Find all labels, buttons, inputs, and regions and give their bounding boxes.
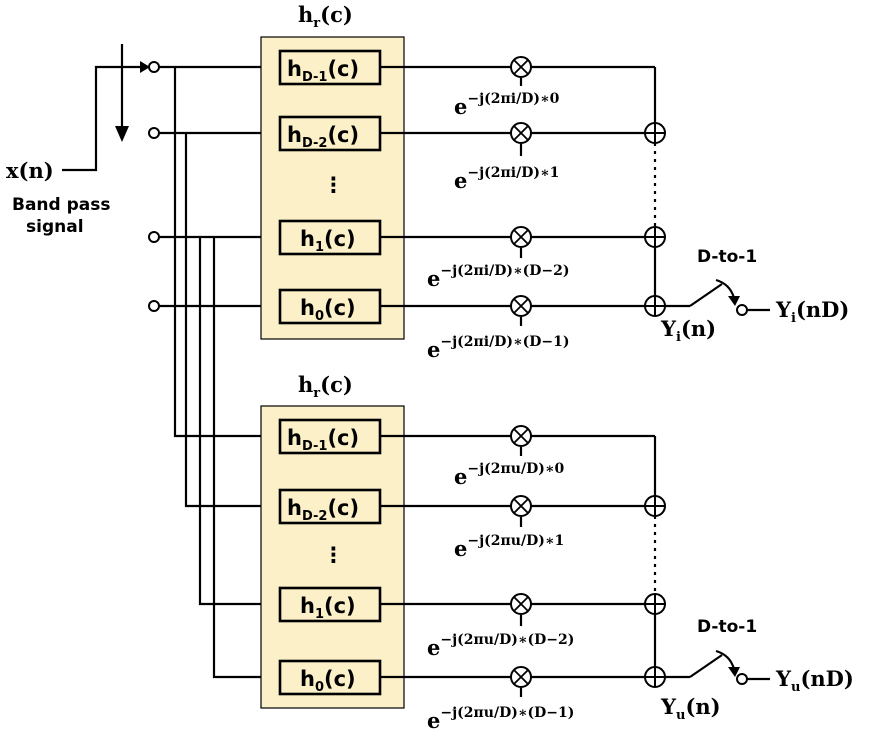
- input-arrowhead: [140, 61, 150, 73]
- commutator-node-3: [148, 300, 160, 312]
- lower-multiplier-0: [510, 425, 532, 447]
- upper-sum-label: Yi(n): [660, 316, 716, 345]
- lower-output-node: [736, 673, 748, 685]
- lower-filter-1: h1(c): [278, 586, 382, 623]
- lower-exponent-1: e−j(2πu/D)∗1: [454, 533, 564, 561]
- lower-exponent-2: e−j(2πu/D)∗(D−2): [427, 632, 574, 660]
- svg-text:h1(c): h1(c): [300, 594, 356, 622]
- lower-filter-d-2: hD-2(c): [278, 488, 382, 525]
- upper-filter-d-2: hD-2(c): [278, 115, 382, 152]
- upper-summer-1: [644, 122, 666, 144]
- lower-filter-0: h0(c): [278, 659, 382, 696]
- lower-summer-2: [644, 593, 666, 615]
- upper-output-label: Yi(nD): [775, 297, 849, 326]
- svg-text:h0(c): h0(c): [300, 667, 356, 695]
- upper-filter-d-1: hD-1(c): [278, 49, 382, 86]
- lower-multiplier-3: [510, 666, 532, 688]
- filter-bank-upper: [260, 36, 405, 340]
- lower-output-label: Yu(nD): [775, 666, 854, 695]
- upper-filter-1: h1(c): [278, 219, 382, 256]
- svg-text:hD-2(c): hD-2(c): [287, 123, 359, 151]
- lower-filter-d-1: hD-1(c): [278, 418, 382, 455]
- upper-exponent-1: e−j(2πi/D)∗1: [454, 165, 559, 193]
- upper-multiplier-2: [510, 226, 532, 248]
- lower-summer-1: [644, 495, 666, 517]
- upper-multiplier-3: [510, 295, 532, 317]
- bank-title-lower: hr(c): [298, 372, 353, 401]
- commutator-node-1: [148, 127, 160, 139]
- upper-summer-2: [644, 226, 666, 248]
- upper-multiplier-0: [510, 56, 532, 78]
- lower-multiplier-1: [510, 495, 532, 517]
- lower-ellipsis: ⋮: [323, 543, 344, 567]
- lower-exponent-0: e−j(2πu/D)∗0: [454, 461, 565, 489]
- upper-output-node: [736, 304, 748, 316]
- upper-filter-0: h0(c): [278, 288, 382, 325]
- filter-bank-lower: [260, 405, 405, 709]
- upper-decimator-switch: [689, 283, 723, 307]
- input-description-line1: Band pass: [12, 195, 111, 215]
- upper-multiplier-1: [510, 122, 532, 144]
- bank-title-upper: hr(c): [298, 2, 353, 31]
- svg-text:hD-1(c): hD-1(c): [287, 426, 359, 454]
- lower-decimator-label: D-to-1: [697, 617, 757, 637]
- lower-decimator-switch: [689, 654, 723, 678]
- upper-exponent-2: e−j(2πi/D)∗(D−2): [427, 263, 570, 291]
- input-description-line2: signal: [26, 217, 84, 237]
- svg-text:h1(c): h1(c): [300, 227, 356, 255]
- commutator-arrowhead: [115, 126, 129, 142]
- commutator-node-0: [148, 61, 160, 73]
- lower-exponent-3: e−j(2πu/D)∗(D−1): [427, 705, 574, 733]
- upper-exponent-3: e−j(2πi/D)∗(D−1): [427, 334, 570, 362]
- svg-text:hD-1(c): hD-1(c): [287, 57, 359, 85]
- svg-text:hD-2(c): hD-2(c): [287, 496, 359, 524]
- lower-sum-label: Yu(n): [660, 694, 721, 723]
- svg-text:h0(c): h0(c): [300, 296, 356, 324]
- input-signal-label: x(n): [6, 158, 54, 183]
- upper-decimator-label: D-to-1: [697, 247, 757, 267]
- upper-ellipsis: ⋮: [323, 173, 344, 197]
- upper-summer-3: [644, 295, 666, 317]
- lower-multiplier-2: [510, 593, 532, 615]
- input-wire: [62, 65, 148, 172]
- lower-summer-3: [644, 666, 666, 688]
- commutator-node-2: [148, 231, 160, 243]
- upper-exponent-0: e−j(2πi/D)∗0: [454, 91, 560, 119]
